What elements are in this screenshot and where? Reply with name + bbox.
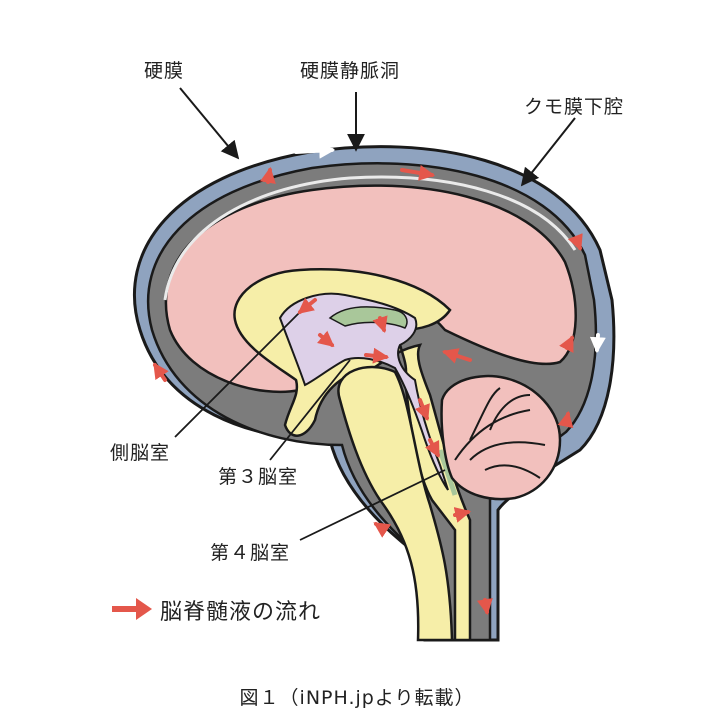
sinus-flow-arrows	[294, 142, 606, 354]
label-third-ventricle: 第３脳室	[218, 466, 299, 488]
label-dura: 硬膜	[144, 60, 185, 82]
label-sinus: 硬膜静脈洞	[300, 60, 401, 82]
figure-caption: 図１（iNPH.jpより転載）	[239, 687, 475, 709]
pointer-dura	[179, 87, 240, 160]
label-lateral-ventricle: 側脳室	[110, 442, 171, 464]
pointer-third-ventricle	[269, 359, 351, 461]
cerebellum	[440, 374, 562, 501]
legend-label: 脳脊髄液の流れ	[160, 600, 322, 625]
pointer-lateral-ventricle	[174, 311, 301, 438]
label-subarachnoid: クモ膜下腔	[524, 96, 625, 118]
csf-flow-arrows	[153, 165, 583, 616]
pointer-fourth-ventricle	[299, 469, 446, 541]
legend-arrow-icon	[112, 598, 152, 620]
label-fourth-ventricle: 第４脳室	[210, 542, 291, 564]
choroid-plexus	[328, 306, 408, 329]
pointer-subarachnoid	[520, 117, 576, 187]
